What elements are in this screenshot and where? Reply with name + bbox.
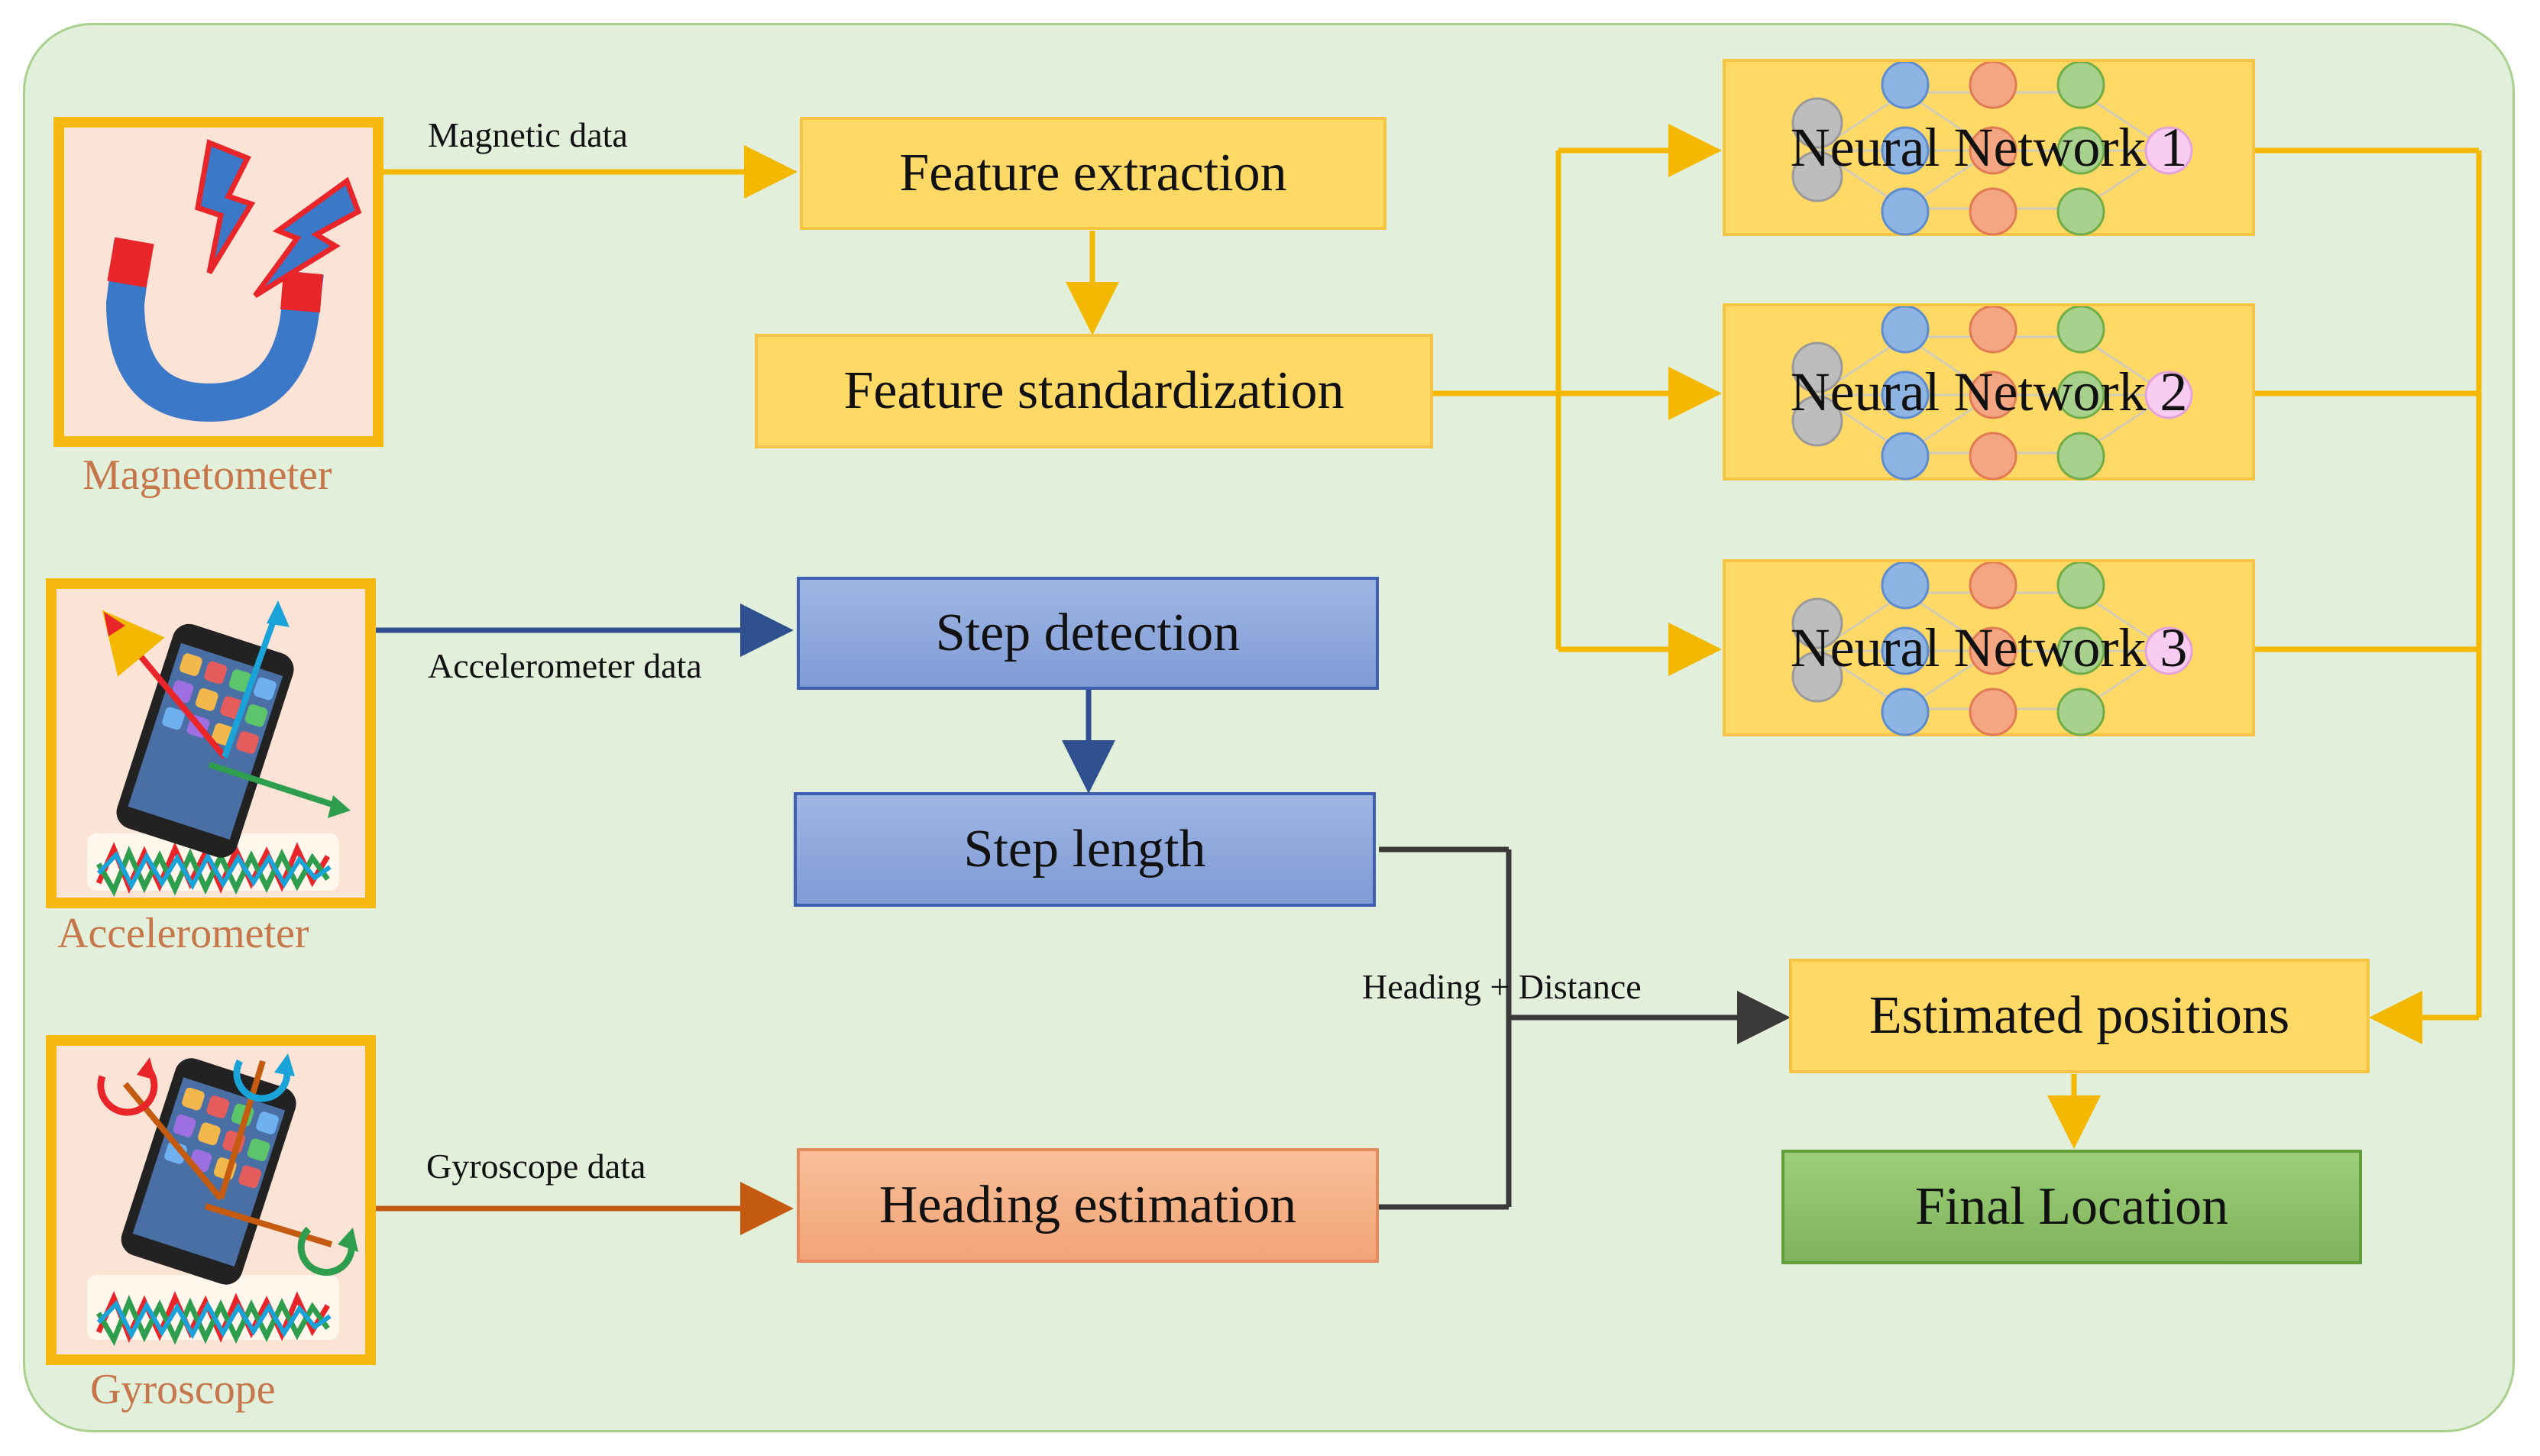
- step-length-box: Step length: [794, 792, 1376, 907]
- edge-label-heading-distance: Heading + Distance: [1362, 967, 1642, 1006]
- neural-network-1-box: Neural Network 1: [1723, 59, 2255, 236]
- neural-network-1-label: Neural Network 1: [1790, 116, 2188, 178]
- heading-estimation-label: Heading estimation: [878, 1176, 1297, 1234]
- step-detection-label: Step detection: [935, 603, 1241, 662]
- final-location-box: Final Location: [1781, 1150, 2362, 1264]
- neural-network-2-label: Neural Network 2: [1790, 361, 2188, 422]
- heading-estimation-box: Heading estimation: [797, 1148, 1379, 1263]
- gyroscope-image: [46, 1035, 376, 1365]
- magnetometer-image: [53, 117, 383, 447]
- edge-label-gyroscope: Gyroscope data: [426, 1147, 646, 1186]
- feature-extraction-box: Feature extraction: [800, 117, 1386, 230]
- edge-label-magnetic: Magnetic data: [428, 115, 628, 154]
- phone-rotation-icon: [87, 1053, 358, 1347]
- network-graph-icon: [1791, 62, 2193, 236]
- network-graph-icon: [1791, 306, 2193, 480]
- estimated-positions-label: Estimated positions: [1869, 986, 2290, 1045]
- phone-axes-icon: [87, 600, 351, 898]
- feature-standardization-box: Feature standardization: [755, 334, 1433, 448]
- edge-label-accelerometer: Accelerometer data: [428, 646, 702, 685]
- neural-network-3-box: Neural Network 3: [1723, 559, 2255, 736]
- final-location-label: Final Location: [1914, 1177, 2229, 1236]
- gyroscope-label: Gyroscope: [90, 1366, 276, 1413]
- feature-extraction-label: Feature extraction: [899, 144, 1287, 202]
- accelerometer-label: Accelerometer: [57, 910, 309, 957]
- step-length-label: Step length: [963, 820, 1206, 878]
- step-detection-box: Step detection: [797, 577, 1379, 690]
- estimated-positions-box: Estimated positions: [1789, 959, 2370, 1073]
- accelerometer-image: [46, 578, 376, 908]
- magnet-icon: [105, 139, 362, 422]
- neural-network-3-label: Neural Network 3: [1790, 616, 2188, 678]
- feature-standardization-label: Feature standardization: [843, 361, 1344, 420]
- magnetometer-label: Magnetometer: [83, 451, 332, 499]
- network-graph-icon: [1791, 562, 2193, 736]
- neural-network-2-box: Neural Network 2: [1723, 303, 2255, 480]
